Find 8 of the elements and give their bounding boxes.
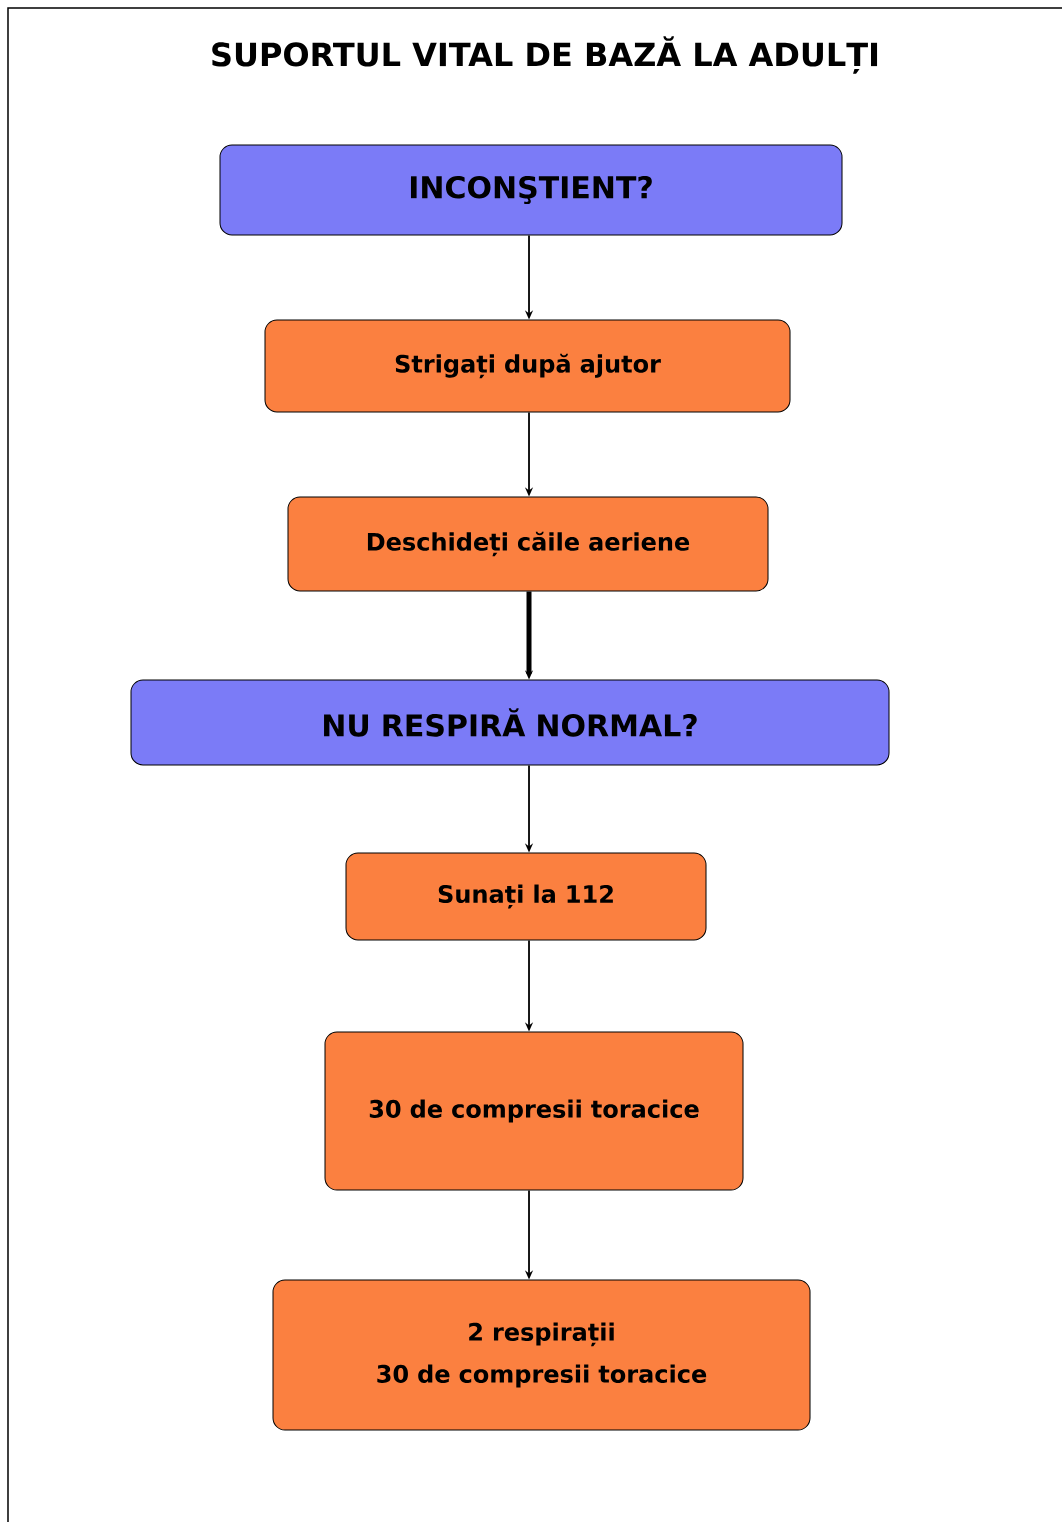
step-box: 30 de compresii toracice: [324, 1031, 744, 1191]
decision-box: NU RESPIRĂ NORMAL?: [130, 679, 890, 766]
step-box: Deschideți căile aeriene: [287, 496, 769, 592]
title: SUPORTUL VITAL DE BAZĂ LA ADULȚI: [212, 36, 878, 74]
step-box: 2 respirații 30 de compresii toracice: [272, 1279, 811, 1431]
step-box: Strigați după ajutor: [264, 319, 791, 413]
step-box: Sunați la 112: [345, 852, 707, 941]
decision-box: INCONŞTIENT?: [219, 144, 843, 236]
